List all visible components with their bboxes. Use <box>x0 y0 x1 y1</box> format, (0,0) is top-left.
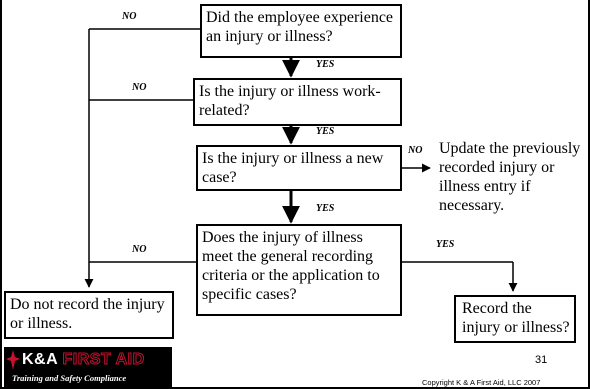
question-new-case: Is the injury or illness a new case? <box>196 145 402 191</box>
logo-star-icon <box>6 350 20 370</box>
no-label-2: NO <box>132 82 147 93</box>
yes-label-3: YES <box>316 203 335 214</box>
logo-wordmark: K&A FIRST AID <box>22 351 145 369</box>
logo-brand: K&A <box>22 351 58 368</box>
question-experience-injury: Did the employee experience an injury or… <box>200 4 402 58</box>
no-label-4: NO <box>132 244 147 255</box>
update-entry-text: Update the previously recorded injury or… <box>439 140 581 214</box>
question-recording-criteria-text: Does the injury of illness meet the gene… <box>202 229 380 303</box>
slide-bottom-border <box>0 387 590 389</box>
no-label-1: NO <box>122 11 137 22</box>
slide-right-border <box>588 0 590 389</box>
record-text: Record the injury or illness? <box>462 300 570 336</box>
company-logo: K&A FIRST AID Training and Safety Compli… <box>4 347 172 387</box>
yes-label-1: YES <box>316 59 335 70</box>
yes-label-2: YES <box>316 126 335 137</box>
page-number: 31 <box>535 354 548 366</box>
question-recording-criteria: Does the injury of illness meet the gene… <box>196 224 402 316</box>
logo-tagline: Training and Safety Compliance <box>12 373 127 383</box>
question-work-related-text: Is the injury or illness work-related? <box>199 83 381 119</box>
do-not-record-text: Do not record the injury or illness. <box>10 296 165 332</box>
do-not-record-box: Do not record the injury or illness. <box>4 291 174 339</box>
slide-left-border <box>0 0 2 389</box>
question-experience-injury-text: Did the employee experience an injury or… <box>206 9 394 45</box>
update-entry-box: Update the previously recorded injury or… <box>439 139 587 215</box>
copyright-text: Copyright K & A First Aid, LLC 2007 <box>422 378 541 387</box>
no-label-3: NO <box>408 145 423 156</box>
record-box: Record the injury or illness? <box>454 295 576 343</box>
question-work-related: Is the injury or illness work-related? <box>193 78 402 126</box>
logo-accent: FIRST AID <box>62 351 145 369</box>
yes-label-4: YES <box>436 239 455 250</box>
question-new-case-text: Is the injury or illness a new case? <box>202 150 384 186</box>
